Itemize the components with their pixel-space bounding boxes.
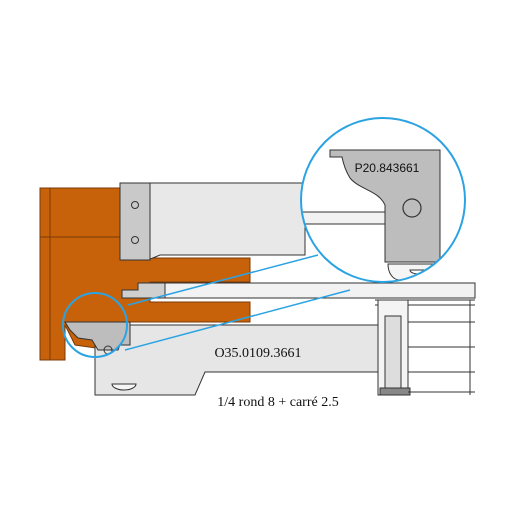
- screw-hole-icon: [131, 201, 139, 209]
- callout-connector: [124, 254, 351, 351]
- screw-hole-icon: [131, 236, 139, 244]
- insert-screw-detail-icon: [402, 198, 422, 218]
- spindle-clamp: [377, 299, 475, 396]
- profile-description-label: 1/4 rond 8 + carré 2.5: [217, 395, 338, 410]
- part-number-label: O35.0109.3661: [214, 346, 301, 361]
- magnified-detail: [300, 117, 466, 283]
- upper-holder: [119, 182, 306, 261]
- detail-marker-circle: [62, 292, 128, 358]
- insert-reference-label: P20.843661: [355, 161, 420, 175]
